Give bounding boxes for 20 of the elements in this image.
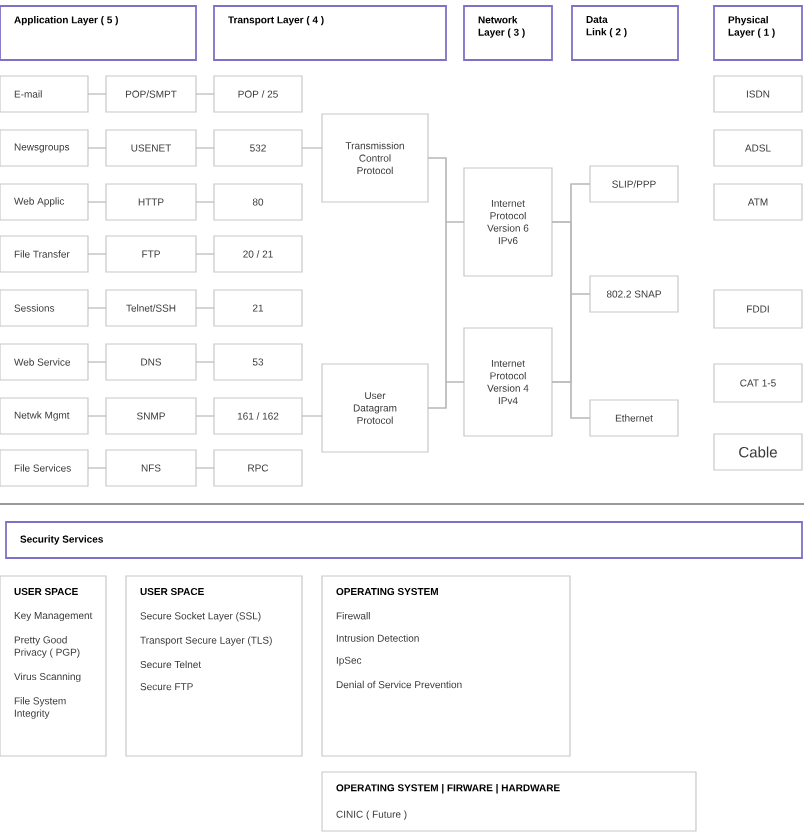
connector-line — [195, 201, 215, 203]
connector-line — [427, 381, 465, 409]
connector-line — [551, 381, 591, 419]
connector-line — [195, 361, 215, 363]
connector-line — [87, 147, 107, 149]
connector-line — [87, 201, 107, 203]
connector-line — [87, 253, 107, 255]
connector-line — [195, 147, 215, 149]
connector-line — [301, 415, 323, 417]
connector-line — [195, 415, 215, 417]
connector-line — [87, 361, 107, 363]
connector-line — [195, 253, 215, 255]
connector-line — [195, 307, 215, 309]
connector-line — [87, 93, 107, 95]
connector-line — [301, 147, 323, 149]
connector-line — [195, 467, 215, 469]
connector-line — [87, 307, 107, 309]
connector-line — [87, 467, 107, 469]
connector-line — [87, 415, 107, 417]
connector-line — [195, 93, 215, 95]
